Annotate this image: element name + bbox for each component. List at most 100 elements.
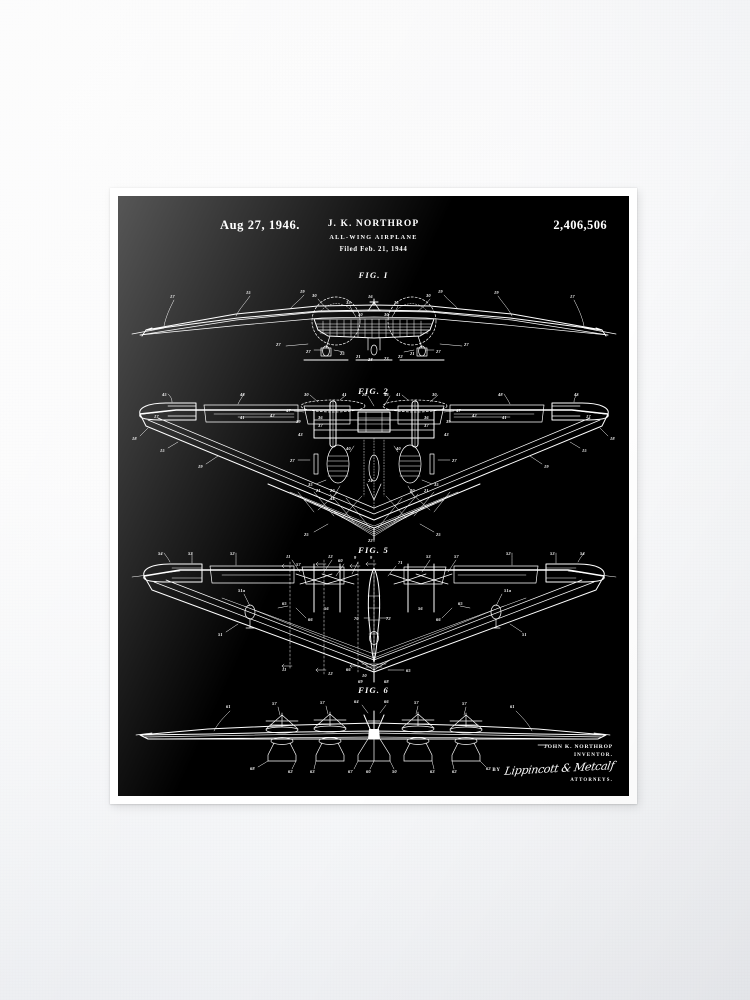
svg-text:39: 39 <box>295 419 301 424</box>
svg-text:51a: 51a <box>238 588 246 593</box>
svg-text:12: 12 <box>328 554 333 559</box>
svg-text:25: 25 <box>303 532 309 537</box>
svg-text:23: 23 <box>383 356 389 361</box>
svg-text:67: 67 <box>348 769 353 774</box>
svg-text:15: 15 <box>160 448 165 453</box>
patent-date: Aug 27, 1946. <box>220 218 301 232</box>
svg-text:69: 69 <box>358 679 363 684</box>
svg-text:66: 66 <box>308 617 313 622</box>
svg-text:30: 30 <box>383 312 389 317</box>
svg-text:66: 66 <box>384 699 389 704</box>
svg-text:45: 45 <box>161 392 167 397</box>
figure-2-caption: FIG. 2 <box>358 386 389 396</box>
figure-6-drawing: 61 61 57 57 57 57 64 66 68 62 63 67 60 5… <box>135 699 611 774</box>
svg-text:65: 65 <box>458 601 463 606</box>
figure-5-caption: FIG. 5 <box>358 545 389 555</box>
svg-text:65: 65 <box>282 601 287 606</box>
inventor-role: INVENTOR. <box>573 751 613 758</box>
svg-text:25: 25 <box>435 532 441 537</box>
svg-text:22: 22 <box>367 538 373 542</box>
svg-text:19: 19 <box>300 289 305 294</box>
svg-text:61: 61 <box>226 704 231 709</box>
svg-text:22: 22 <box>397 354 403 359</box>
svg-text:27: 27 <box>463 342 469 347</box>
attorney-signature: Lippincott & Metcalf <box>503 758 615 778</box>
svg-text:40: 40 <box>395 446 401 451</box>
patent-inventor: J. K. NORTHROP <box>327 219 420 229</box>
svg-text:42: 42 <box>471 413 477 418</box>
svg-text:48: 48 <box>497 392 503 397</box>
svg-text:18: 18 <box>610 436 615 441</box>
svg-text:15: 15 <box>582 448 587 453</box>
svg-text:41: 41 <box>501 415 507 420</box>
svg-text:72: 72 <box>386 616 391 621</box>
svg-text:17: 17 <box>154 414 159 419</box>
svg-text:16: 16 <box>368 294 373 299</box>
svg-text:51a: 51a <box>504 588 512 593</box>
signature-block: JOHN K. NORTHROP INVENTOR. BY Lippincott… <box>492 744 615 784</box>
svg-text:54: 54 <box>158 551 163 556</box>
svg-text:11: 11 <box>282 667 287 672</box>
svg-text:65: 65 <box>406 668 411 673</box>
svg-text:62: 62 <box>288 769 293 774</box>
svg-text:56: 56 <box>324 606 329 611</box>
svg-text:19: 19 <box>198 464 203 469</box>
svg-text:63: 63 <box>430 769 435 774</box>
svg-text:42: 42 <box>269 413 275 418</box>
svg-text:9: 9 <box>370 555 373 560</box>
svg-text:25: 25 <box>339 351 345 356</box>
svg-text:19: 19 <box>438 289 443 294</box>
svg-text:35: 35 <box>433 482 439 487</box>
svg-text:56: 56 <box>418 606 423 611</box>
svg-text:60: 60 <box>366 769 371 774</box>
svg-text:66: 66 <box>346 667 351 672</box>
svg-text:20: 20 <box>409 488 415 493</box>
svg-text:48: 48 <box>239 392 245 397</box>
patent-poster: Aug 27, 1946. J. K. NORTHROP ALL-WING AI… <box>110 188 637 804</box>
svg-text:47: 47 <box>285 408 291 413</box>
svg-text:54: 54 <box>580 551 585 556</box>
svg-text:17: 17 <box>170 294 175 299</box>
svg-text:27: 27 <box>435 349 441 354</box>
figure-1-drawing: 17 15 19 17 19 19 30 30 35 35 30 30 16 2… <box>131 289 617 362</box>
svg-text:37: 37 <box>317 423 323 428</box>
svg-text:50: 50 <box>392 769 397 774</box>
svg-text:19: 19 <box>544 464 549 469</box>
svg-text:45: 45 <box>573 392 579 397</box>
svg-text:71: 71 <box>398 560 403 565</box>
svg-text:12: 12 <box>328 671 333 676</box>
svg-text:60: 60 <box>338 558 343 563</box>
svg-text:9: 9 <box>354 555 357 560</box>
svg-text:18: 18 <box>132 436 137 441</box>
svg-text:17: 17 <box>570 294 575 299</box>
svg-text:68: 68 <box>250 766 255 771</box>
svg-text:41: 41 <box>341 392 347 397</box>
svg-text:47: 47 <box>455 408 461 413</box>
figure-2-drawing: 45 48 45 48 30 30 41 41 26 46 47 47 17 1… <box>132 392 615 542</box>
svg-text:52: 52 <box>230 551 235 556</box>
svg-text:39: 39 <box>445 419 451 424</box>
svg-text:21: 21 <box>355 354 361 359</box>
svg-text:36: 36 <box>423 415 429 420</box>
svg-text:52: 52 <box>506 551 511 556</box>
svg-text:21: 21 <box>315 488 321 493</box>
svg-text:57: 57 <box>296 562 301 567</box>
patent-print-plate: Aug 27, 1946. J. K. NORTHROP ALL-WING AI… <box>118 196 629 796</box>
figure-6-caption: FIG. 6 <box>358 685 389 695</box>
figure-1-caption: FIG. I <box>358 270 389 280</box>
svg-text:36: 36 <box>317 415 323 420</box>
svg-text:70: 70 <box>354 616 359 621</box>
svg-text:27: 27 <box>305 349 311 354</box>
svg-text:63: 63 <box>310 769 315 774</box>
svg-text:20: 20 <box>329 488 335 493</box>
attorneys-label: ATTORNEYS. <box>570 777 613 783</box>
svg-text:15: 15 <box>246 290 251 295</box>
svg-text:30: 30 <box>357 312 363 317</box>
svg-text:43: 43 <box>443 432 449 437</box>
svg-text:30: 30 <box>425 293 431 298</box>
svg-text:27: 27 <box>451 458 457 463</box>
svg-text:53: 53 <box>188 551 193 556</box>
patent-filed-date: Filed Feb. 21, 1944 <box>339 246 408 253</box>
svg-text:17: 17 <box>586 414 591 419</box>
